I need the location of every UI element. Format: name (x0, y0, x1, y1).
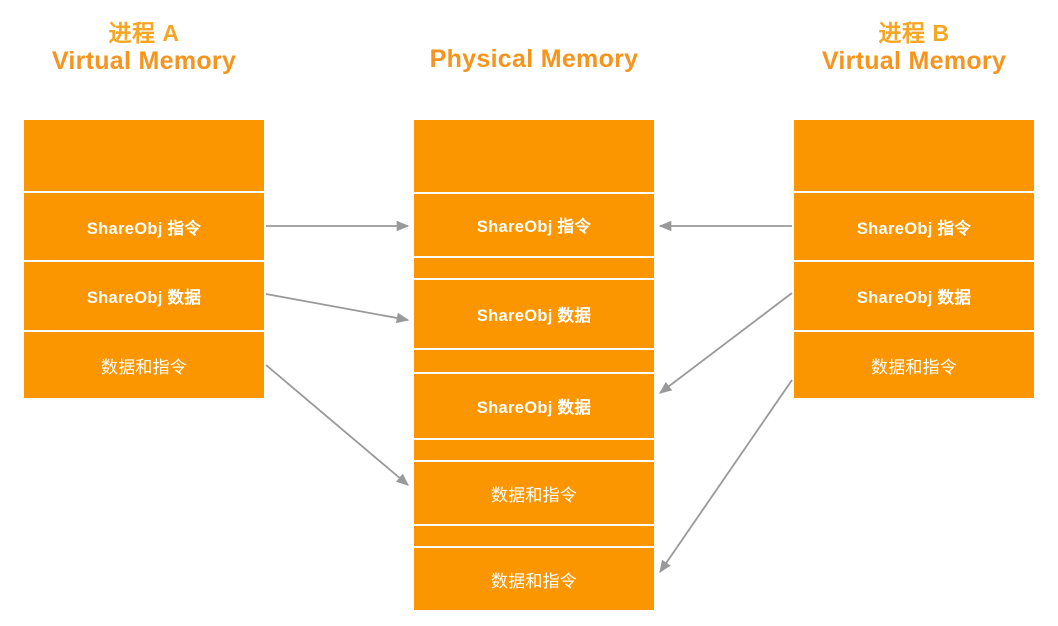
memory-block (414, 120, 654, 192)
memory-block: ShareObj 数据 (24, 262, 264, 330)
arrow-right-data-and-code (659, 379, 793, 574)
memory-block: ShareObj 指令 (24, 193, 264, 260)
memory-block: 数据和指令 (414, 462, 654, 524)
memory-block (414, 526, 654, 546)
heading-process-b: 进程 B Virtual Memory (794, 20, 1034, 77)
memory-block-label: ShareObj 数据 (856, 289, 972, 307)
heading-process-b-line2: Virtual Memory (821, 47, 1007, 76)
heading-process-a-line2: Virtual Memory (51, 47, 237, 76)
memory-block (414, 350, 654, 372)
memory-block (414, 258, 654, 278)
heading-physical-memory: Physical Memory (414, 45, 654, 75)
memory-block: ShareObj 数据 (414, 280, 654, 348)
memory-block: 数据和指令 (414, 548, 654, 610)
memory-block: ShareObj 指令 (414, 194, 654, 256)
memory-block-label: ShareObj 数据 (476, 307, 592, 325)
memory-block: ShareObj 数据 (414, 374, 654, 438)
heading-physical-memory-label: Physical Memory (429, 45, 639, 73)
arrow-left-shareobj-data (265, 293, 410, 324)
memory-block: 数据和指令 (794, 332, 1034, 398)
memory-block-label: ShareObj 数据 (86, 289, 202, 307)
heading-process-a-line1: 进程 A (108, 20, 180, 46)
memory-block-label: ShareObj 数据 (476, 399, 592, 417)
memory-block-label: 数据和指令 (871, 357, 957, 377)
memory-block-label: 数据和指令 (491, 571, 577, 591)
memory-block-label: 数据和指令 (491, 485, 577, 505)
arrow-left-data-and-code (265, 364, 409, 486)
heading-process-b-line1: 进程 B (878, 20, 950, 46)
column-process-b-virtual-memory: ShareObj 指令 ShareObj 数据数据和指令 (794, 120, 1034, 398)
memory-block: ShareObj 指令 (794, 193, 1034, 260)
memory-block (24, 120, 264, 191)
memory-block (414, 440, 654, 460)
heading-process-a: 进程 A Virtual Memory (24, 20, 264, 77)
memory-block-label: ShareObj 指令 (86, 219, 202, 238)
memory-block (794, 120, 1034, 191)
arrow-right-shareobj-data (658, 292, 793, 394)
memory-block-label: 数据和指令 (101, 357, 187, 377)
memory-block-label: ShareObj 指令 (856, 219, 972, 238)
memory-block: 数据和指令 (24, 332, 264, 398)
memory-block-label: ShareObj 指令 (476, 218, 592, 236)
memory-block: ShareObj 数据 (794, 262, 1034, 330)
column-process-a-virtual-memory: ShareObj 指令 ShareObj 数据数据和指令 (24, 120, 264, 398)
